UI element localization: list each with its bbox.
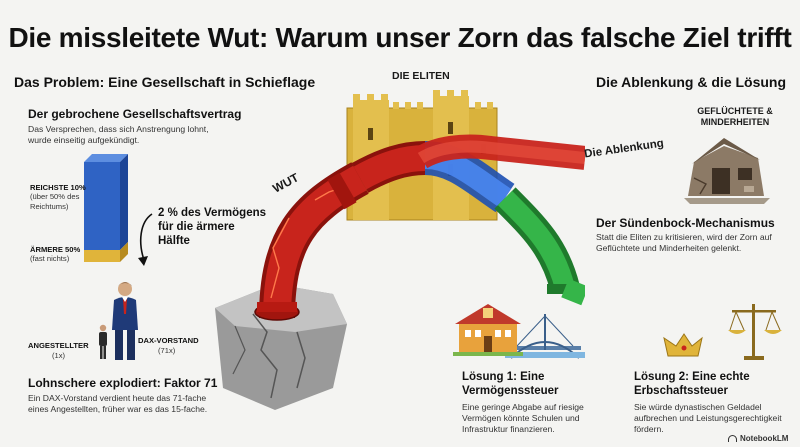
poorer-sub: (fast nichts) — [30, 254, 70, 263]
brand-mark: NotebookLM — [728, 434, 788, 443]
richest-sub: (über 50% des Reichtums) — [30, 192, 80, 211]
wealth-stat: 2 % des Vermögens für die ärmere Hälfte — [158, 207, 267, 247]
ceo-label: DAX-VORSTAND — [138, 336, 199, 345]
ruined-house-icon — [684, 138, 770, 204]
employee-label: ANGESTELLTER — [28, 341, 89, 350]
brand-label: NotebookLM — [740, 434, 789, 443]
poorer-bar — [84, 250, 120, 262]
solution1-title: Lösung 1: Eine Vermögenssteuer — [462, 371, 559, 397]
school-icon — [453, 304, 523, 356]
scapegoat-text: Statt die Eliten zu kritisieren, wird de… — [596, 232, 772, 253]
wage-text: Ein DAX-Vorstand verdient heute das 71-f… — [28, 393, 208, 414]
notebooklm-logo-icon — [728, 435, 737, 442]
crown-icon — [663, 333, 703, 357]
problem-heading: Das Problem: Eine Gesellschaft in Schief… — [14, 74, 316, 90]
wage-heading: Lohnschere explodiert: Faktor 71 — [28, 376, 218, 390]
contract-heading: Der gebrochene Gesellschaftsvertrag — [28, 107, 242, 121]
solution2-text: Sie würde dynastischen Geldadel aufbrech… — [634, 402, 782, 434]
anger-pipe — [254, 141, 426, 321]
employee-sub: (1x) — [52, 351, 66, 360]
scapegoat-heading: Der Sündenbock-Mechanismus — [596, 216, 775, 230]
solution-pipe-green — [494, 187, 585, 306]
contract-text: Das Versprechen, dass sich Anstrengung l… — [28, 124, 209, 145]
center-illustration — [215, 90, 585, 410]
solution2-title: Lösung 2: Eine echte Erbschaftssteuer — [634, 371, 750, 397]
scales-icon — [663, 304, 782, 360]
distraction-heading: Die Ablenkung & die Lösung — [596, 74, 787, 90]
employee-figure-icon — [99, 324, 107, 359]
poorer-label: ÄRMERE 50% — [30, 245, 81, 254]
distraction-label: Die Ablenkung — [583, 137, 665, 161]
solution1-text: Eine geringe Abgabe auf riesige Vermögen… — [462, 402, 584, 434]
refugees-label: GEFLÜCHTETE & MINDERHEITEN — [697, 106, 773, 127]
wealth-bar-graphic — [84, 154, 128, 262]
richest-label: REICHSTE 10% — [30, 183, 86, 192]
arrow-icon — [138, 213, 153, 266]
richest-bar — [84, 162, 120, 250]
ceo-figure-icon — [112, 282, 138, 360]
distraction-pipe-blue — [414, 134, 585, 213]
page-title: Die missleitete Wut: Warum unser Zorn da… — [8, 22, 792, 53]
ceo-sub: (71x) — [158, 346, 176, 355]
elites-label: DIE ELITEN — [392, 70, 450, 82]
